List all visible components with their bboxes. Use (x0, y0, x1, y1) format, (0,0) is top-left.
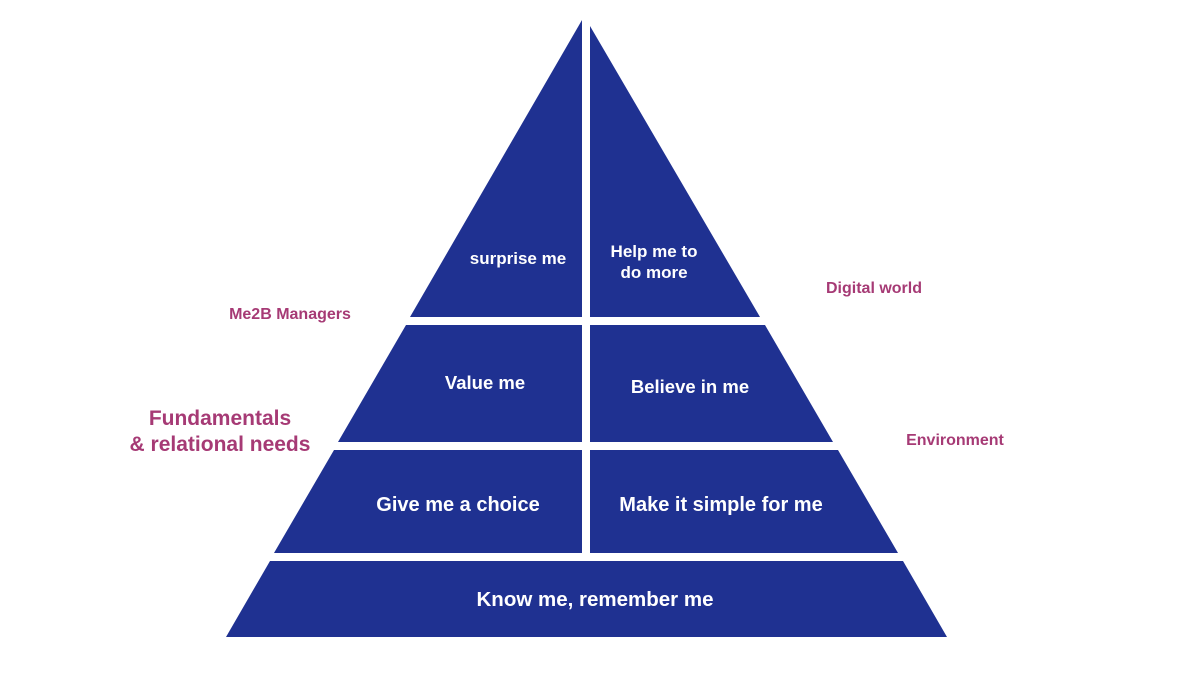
side-label-fundamentals-line2: & relational needs (130, 433, 311, 456)
side-label-fundamentals-line1: Fundamentals (149, 407, 291, 430)
pyramid-section-surprise-me (410, 20, 582, 317)
pyramid-section-believe-in-me (590, 325, 833, 442)
side-label-environment: Environment (906, 432, 1004, 449)
side-label-digital-world: Digital world (826, 280, 922, 297)
label-make-it-simple: Make it simple for me (619, 494, 822, 516)
label-give-me-a-choice: Give me a choice (376, 494, 539, 516)
pyramid-section-give-me-a-choice (274, 450, 582, 553)
label-surprise-me: surprise me (470, 249, 566, 268)
side-label-me2b-managers: Me2B Managers (229, 306, 351, 323)
label-help-me-line1: Help me to (611, 242, 698, 261)
label-believe-in-me: Believe in me (631, 376, 749, 397)
pyramid-section-help-me-to-do-more (590, 26, 760, 317)
pyramid-section-know-me (226, 561, 947, 637)
pyramid-section-value-me (338, 325, 582, 442)
pyramid-section-make-it-simple (590, 450, 898, 553)
label-know-me: Know me, remember me (477, 588, 714, 611)
label-help-me-line2: do more (620, 263, 687, 282)
label-value-me: Value me (445, 372, 525, 393)
